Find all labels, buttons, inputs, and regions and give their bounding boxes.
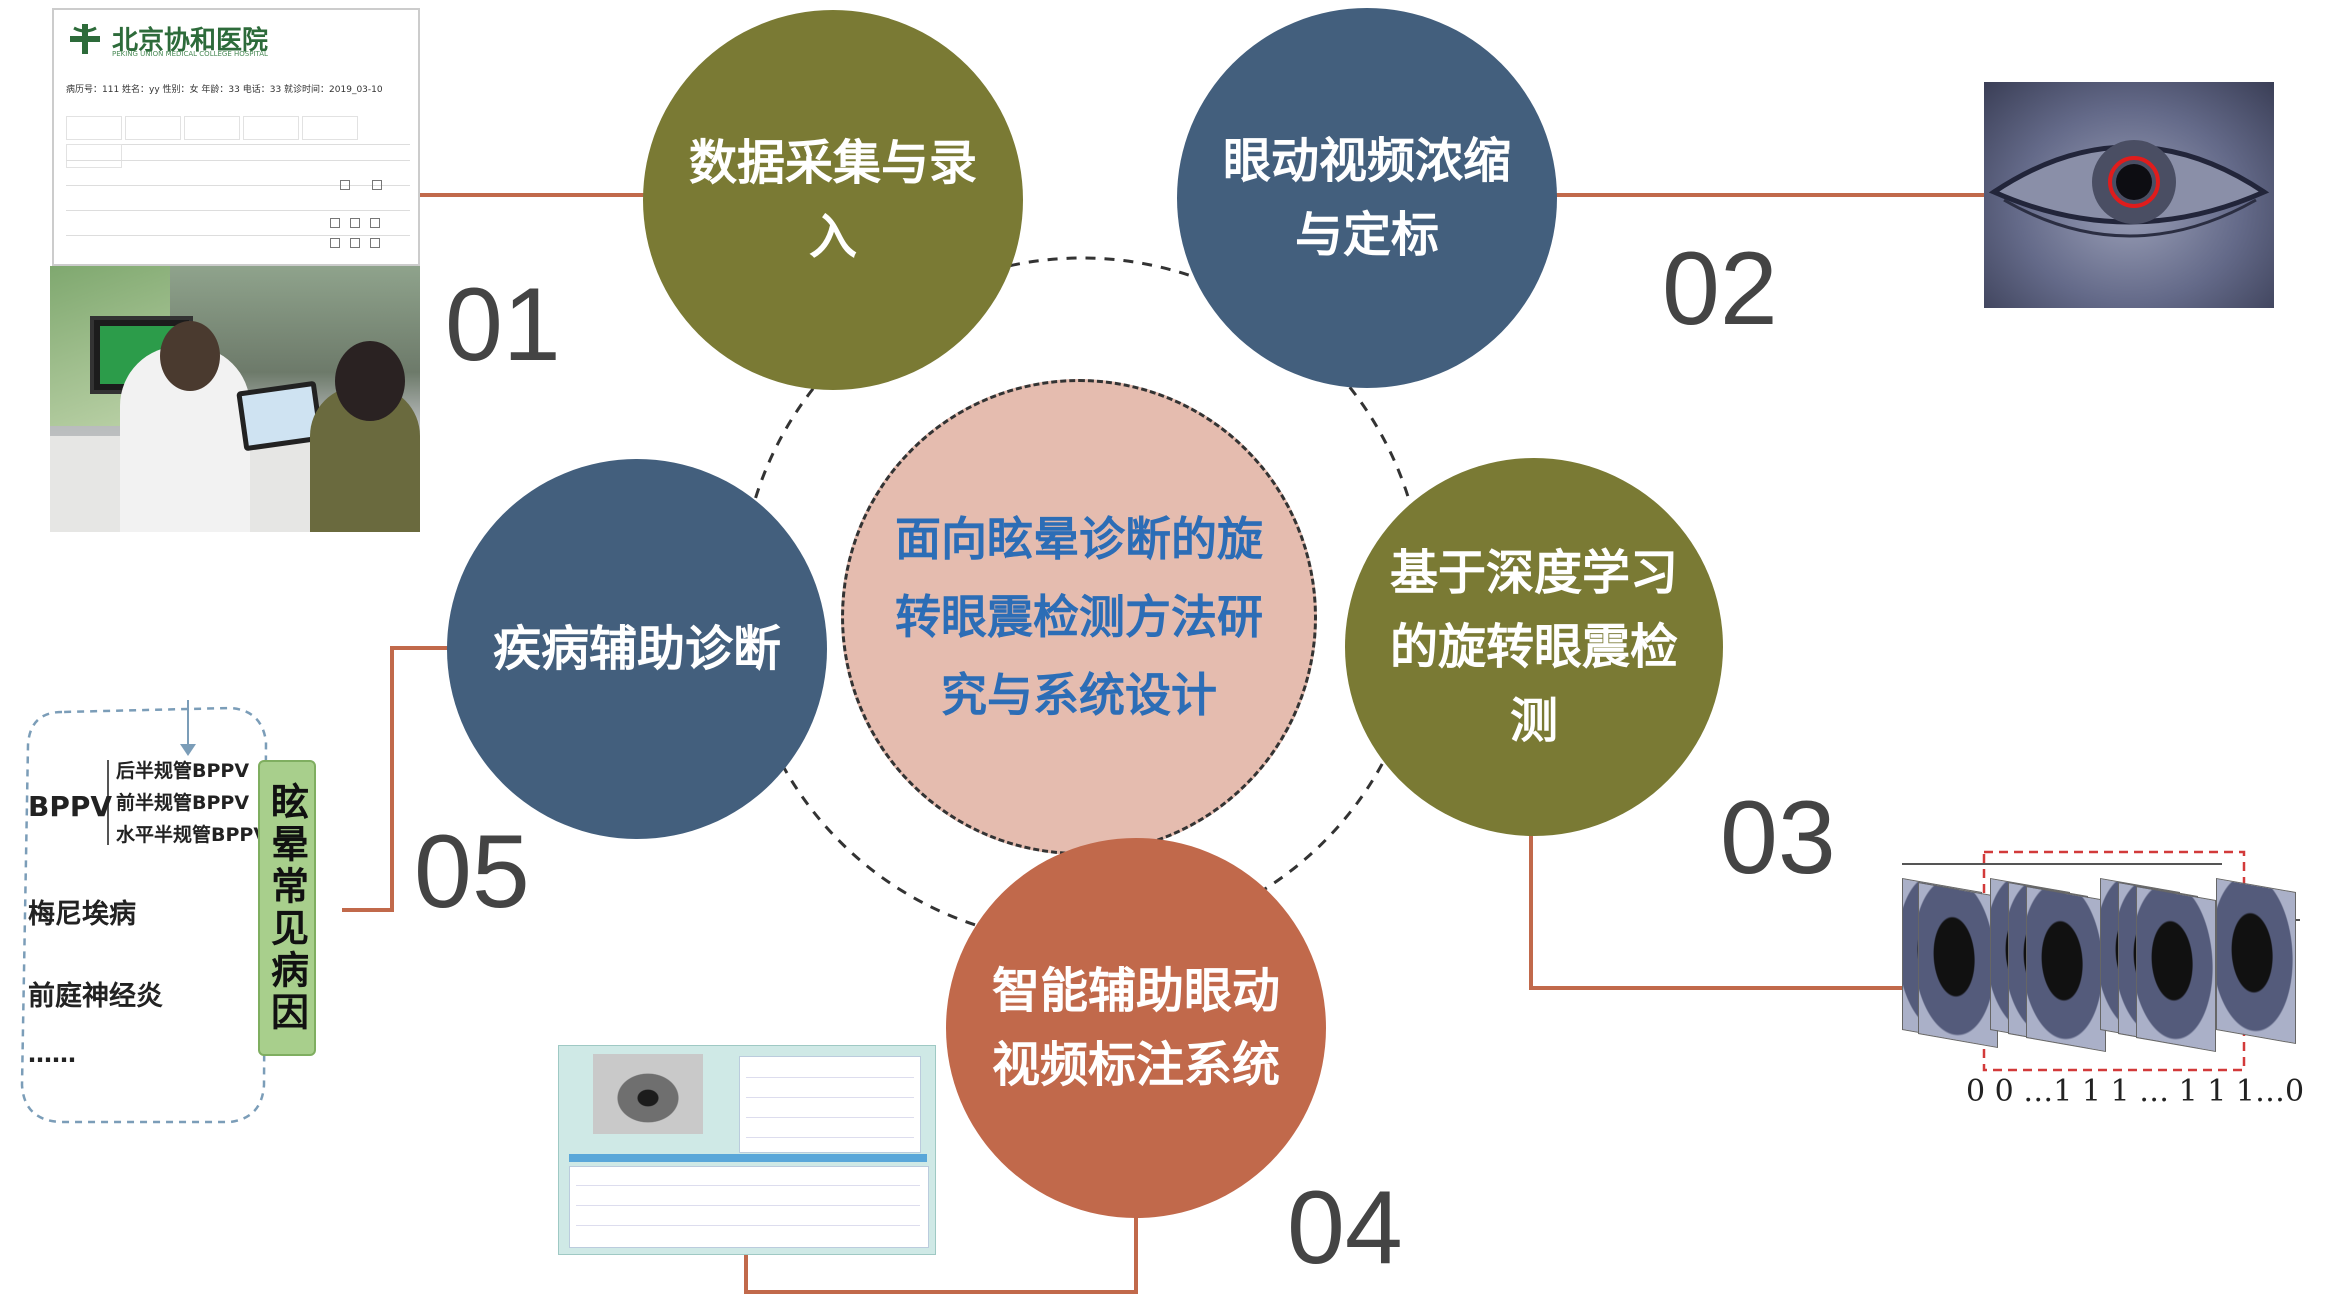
bppv-type-3: 水平半规管BPPV bbox=[116, 824, 269, 846]
eye-calibration-image bbox=[1984, 82, 2274, 308]
form-checkbox bbox=[370, 218, 380, 228]
connector-03 bbox=[1529, 830, 1905, 990]
form-checkbox bbox=[372, 180, 382, 190]
step-01-number: 01 bbox=[445, 267, 561, 383]
form-checkbox bbox=[340, 180, 350, 190]
disease-ellipsis: …… bbox=[28, 1040, 76, 1068]
disease-vestibular-neuritis: 前庭神经炎 bbox=[28, 981, 163, 1012]
clinic-photo bbox=[50, 266, 420, 532]
step-05-circle: 疾病辅助诊断 bbox=[447, 459, 827, 839]
center-topic: 面向眩晕诊断的旋转眼震检测方法研究与系统设计 bbox=[841, 379, 1317, 855]
form-tabs bbox=[66, 116, 410, 168]
patient-info-line: 病历号：111 姓名：yy 性别：女 年龄：33 电话：33 就诊时间：2019… bbox=[66, 85, 383, 95]
step-01-circle: 数据采集与录入 bbox=[643, 10, 1023, 390]
step-03-circle: 基于深度学习的旋转眼震检测 bbox=[1345, 458, 1723, 836]
step-03-title: 基于深度学习的旋转眼震检测 bbox=[1389, 545, 1678, 749]
form-checkbox bbox=[330, 238, 340, 248]
step-05-number: 05 bbox=[414, 814, 530, 930]
form-divider bbox=[66, 160, 410, 161]
bppv-type-1: 后半规管BPPV bbox=[116, 760, 250, 782]
annotation-software-screenshot bbox=[558, 1045, 936, 1255]
step-05-title: 疾病辅助诊断 bbox=[492, 621, 781, 677]
form-checkbox bbox=[350, 238, 360, 248]
connector-05 bbox=[342, 646, 450, 912]
common-causes-box: 眩晕常见病因 bbox=[258, 760, 316, 1056]
frame-sequence bbox=[1900, 855, 2310, 1075]
hospital-name: 北京协和医院 bbox=[112, 26, 269, 56]
form-divider bbox=[66, 185, 410, 186]
patient-form-image: 北京协和医院 PEKING UNION MEDICAL COLLEGE HOSP… bbox=[52, 8, 420, 266]
hospital-logo-icon bbox=[70, 24, 100, 54]
form-checkbox bbox=[350, 218, 360, 228]
step-04-title: 智能辅助眼动视频标注系统 bbox=[991, 963, 1280, 1093]
step-02-title: 眼动视频浓缩与定标 bbox=[1222, 133, 1511, 263]
form-checkbox bbox=[370, 238, 380, 248]
disease-bracket bbox=[20, 706, 268, 1124]
connector-04 bbox=[744, 1215, 1138, 1294]
software-video-frame bbox=[593, 1054, 703, 1134]
step-04-number: 04 bbox=[1287, 1170, 1403, 1286]
common-causes-label: 眩晕常见病因 bbox=[264, 782, 309, 1034]
step-02-circle: 眼动视频浓缩与定标 bbox=[1177, 8, 1557, 388]
step-04-circle: 智能辅助眼动视频标注系统 bbox=[946, 838, 1326, 1218]
software-result-list bbox=[569, 1166, 929, 1248]
hospital-subtitle: PEKING UNION MEDICAL COLLEGE HOSPITAL bbox=[112, 50, 268, 58]
center-title: 面向眩晕诊断的旋转眼震检测方法研究与系统设计 bbox=[895, 512, 1263, 722]
form-checkbox bbox=[330, 218, 340, 228]
form-divider bbox=[66, 235, 410, 236]
step-01-title: 数据采集与录入 bbox=[688, 135, 977, 265]
bracket-arrow-head bbox=[180, 744, 196, 756]
software-header-bar bbox=[569, 1154, 927, 1162]
bppv-label: BPPV bbox=[28, 790, 113, 823]
sequence-label: 0 0 …1 1 1 … 1 1 1…0 bbox=[1966, 1074, 2305, 1109]
software-form-panel bbox=[739, 1056, 921, 1153]
step-03-number: 03 bbox=[1720, 780, 1836, 896]
bppv-type-2: 前半规管BPPV bbox=[116, 792, 250, 814]
form-divider bbox=[66, 210, 410, 211]
step-02-number: 02 bbox=[1662, 231, 1778, 347]
disease-meniere: 梅尼埃病 bbox=[28, 899, 136, 930]
